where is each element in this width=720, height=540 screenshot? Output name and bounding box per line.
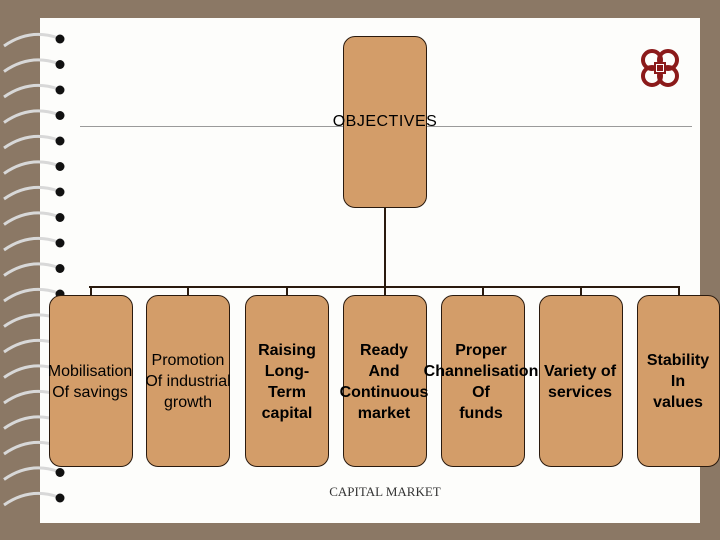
drop-connector-variety — [580, 287, 582, 296]
node-box-mobilisation — [49, 295, 133, 467]
node-label-ready: Ready And Continuous market — [339, 342, 429, 422]
drop-connector-promotion — [187, 287, 189, 296]
node-box-raising — [245, 295, 329, 467]
node-label-proper: Proper Channelisation Of funds — [423, 342, 539, 422]
node-label-variety: Variety of services — [543, 363, 617, 401]
drop-connector-raising — [286, 287, 288, 296]
drop-connector-stability — [677, 287, 680, 296]
node-box-stability — [637, 295, 720, 467]
root-node-label: OBJECTIVES — [332, 113, 438, 130]
node-box-proper — [441, 295, 525, 467]
node-box-ready — [343, 295, 427, 467]
node-label-raising: Raising Long- Term capital — [258, 342, 316, 422]
node-box-variety — [539, 295, 623, 467]
root-node-box — [343, 36, 427, 208]
node-label-stability: Stability In values — [646, 352, 710, 411]
drop-connector-ready — [384, 287, 386, 296]
drop-connector-proper — [482, 287, 484, 296]
ornamental-logo-icon — [641, 49, 679, 87]
node-box-promotion — [146, 295, 230, 467]
node-label-mobilisation: Mobilisation Of savings — [47, 363, 133, 401]
node-label-promotion: Promotion Of industrial growth — [145, 352, 231, 411]
root-connector — [384, 208, 386, 287]
diagram-footer: CAPITAL MARKET — [329, 484, 441, 499]
drop-connector-mobilisation — [90, 287, 92, 296]
